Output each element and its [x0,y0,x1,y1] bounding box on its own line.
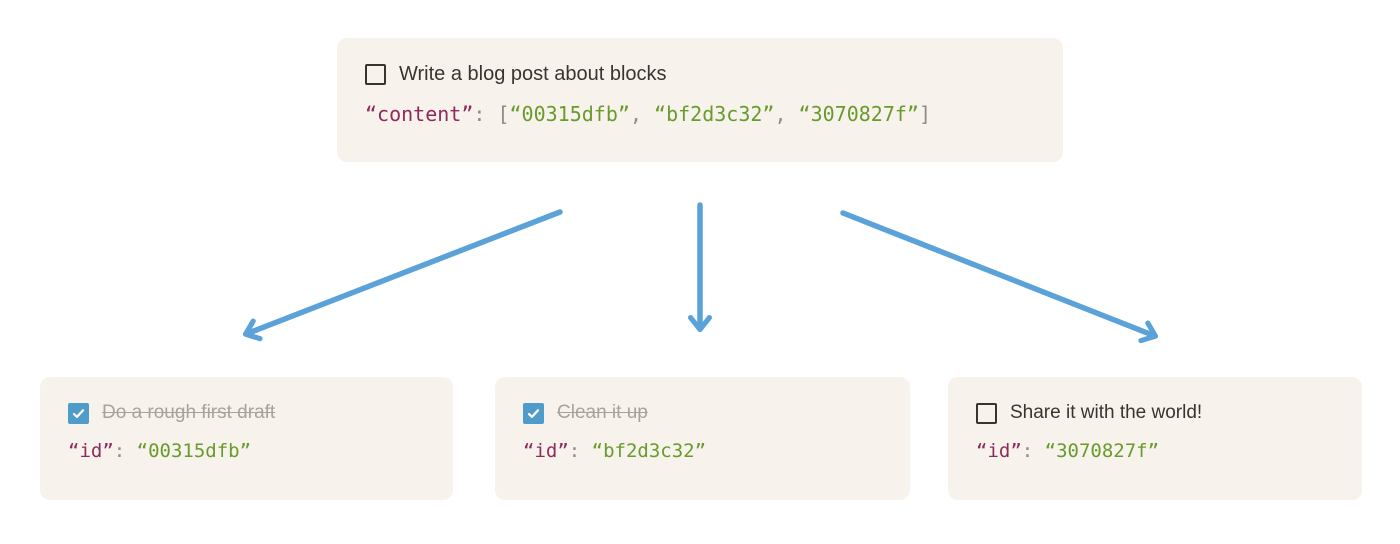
code-colon: : [1021,440,1045,462]
code-bracket-open: [ [497,102,510,126]
checkbox-checked-icon[interactable] [68,402,89,424]
child-2-id-code: “id”: “bf2d3c32” [523,438,882,464]
code-id-value: “bf2d3c32” [591,440,707,462]
parent-content-code: “content”: [“00315dfb”, “bf2d3c32”, “307… [365,101,1035,127]
child-3-todo-row: Share it with the world! [976,400,1334,426]
child-1-todo-label: Do a rough first draft [102,402,276,423]
code-bracket-close: ] [918,102,932,126]
code-key: “id” [68,440,114,462]
child-1-todo-row: Do a rough first draft [68,400,425,426]
child-1-id-code: “id”: “00315dfb” [68,438,425,464]
code-id-value: “3070827f” [1044,440,1160,462]
child-3-id-code: “id”: “3070827f” [976,438,1334,464]
code-child-id-1: “00315dfb” [509,102,630,126]
code-colon: : [568,440,592,462]
code-key: “content” [365,102,474,126]
code-id-value: “00315dfb” [136,440,252,462]
checkbox-checked-icon[interactable] [523,402,544,424]
code-key: “id” [523,440,569,462]
parent-todo-label: Write a blog post about blocks [399,63,667,85]
child-2-todo-row: Clean it up [523,400,882,426]
code-key: “id” [976,440,1022,462]
code-child-id-2: “bf2d3c32” [654,102,775,126]
parent-todo-row: Write a blog post about blocks [365,61,1035,87]
code-colon: : [473,102,498,126]
checkmark-icon [72,408,85,418]
checkmark-icon [527,408,540,418]
parent-block-card: Write a blog post about blocks “content”… [337,38,1063,162]
child-3-todo-label: Share it with the world! [1010,402,1203,423]
arrow-to-child-1 [242,209,563,342]
code-comma: , [629,102,655,126]
child-block-card-1: Do a rough first draft “id”: “00315dfb” [40,377,453,500]
code-child-id-3: “3070827f” [798,102,919,126]
child-2-todo-label: Clean it up [557,402,648,423]
arrow-to-child-3 [840,210,1159,344]
code-colon: : [113,440,137,462]
child-block-card-3: Share it with the world! “id”: “3070827f… [948,377,1362,500]
code-comma: , [774,102,799,126]
checkbox-unchecked-icon[interactable] [365,63,386,85]
checkbox-unchecked-icon[interactable] [976,402,997,424]
child-block-card-2: Clean it up “id”: “bf2d3c32” [495,377,910,500]
